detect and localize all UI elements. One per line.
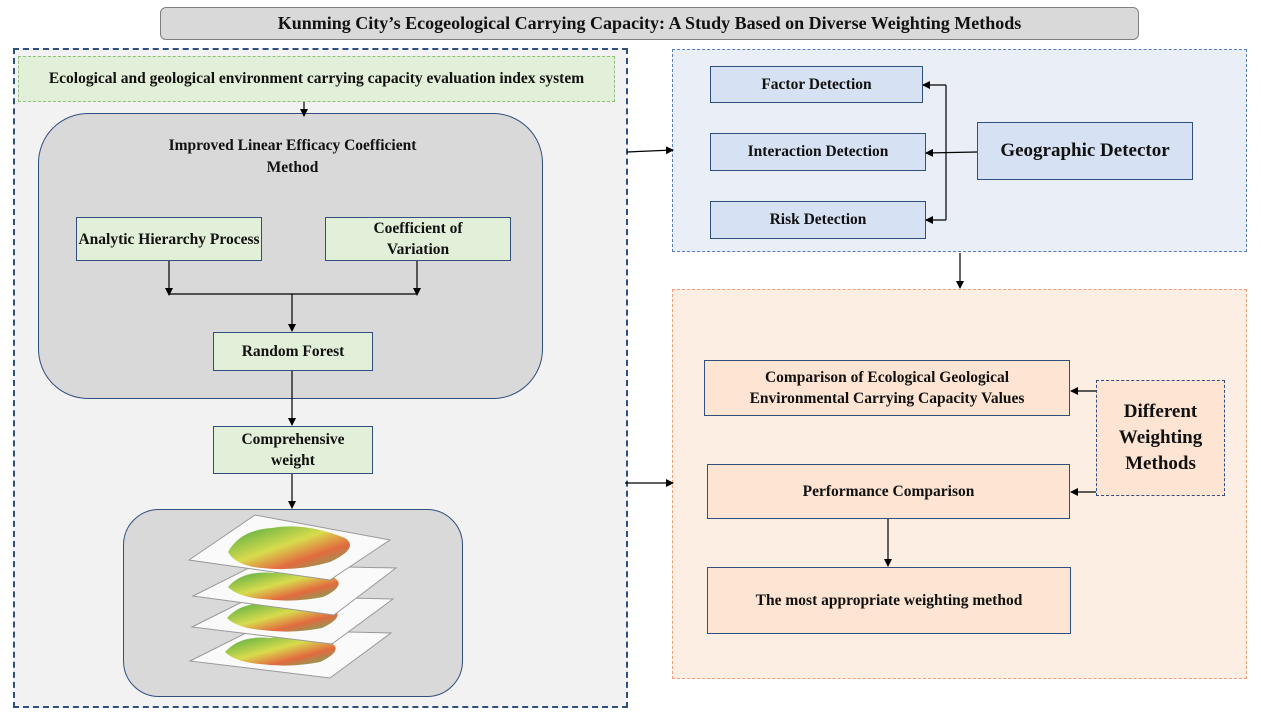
ahp-box: Analytic Hierarchy Process — [76, 217, 262, 261]
cv-box: Coefficient of Variation — [325, 217, 511, 261]
diagram-title: Kunming City’s Ecogeological Carrying Ca… — [160, 7, 1139, 40]
factor-detection-box: Factor Detection — [710, 66, 923, 103]
map-container — [123, 509, 463, 697]
improved-method-label: Improved Linear Efficacy Coefficient Met… — [168, 137, 417, 176]
geographic-detector-box: Geographic Detector — [977, 122, 1193, 180]
most-appropriate-box: The most appropriate weighting method — [707, 567, 1071, 634]
comprehensive-weight-box: Comprehensive weight — [213, 426, 373, 474]
interaction-detection-box: Interaction Detection — [710, 133, 926, 171]
random-forest-box: Random Forest — [213, 332, 373, 371]
values-comparison-box: Comparison of Ecological Geological Envi… — [704, 360, 1070, 416]
index-system-box: Ecological and geological environment ca… — [18, 56, 615, 102]
performance-comparison-box: Performance Comparison — [707, 464, 1070, 519]
risk-detection-box: Risk Detection — [710, 201, 926, 239]
different-methods-box: Different Weighting Methods — [1096, 380, 1225, 496]
